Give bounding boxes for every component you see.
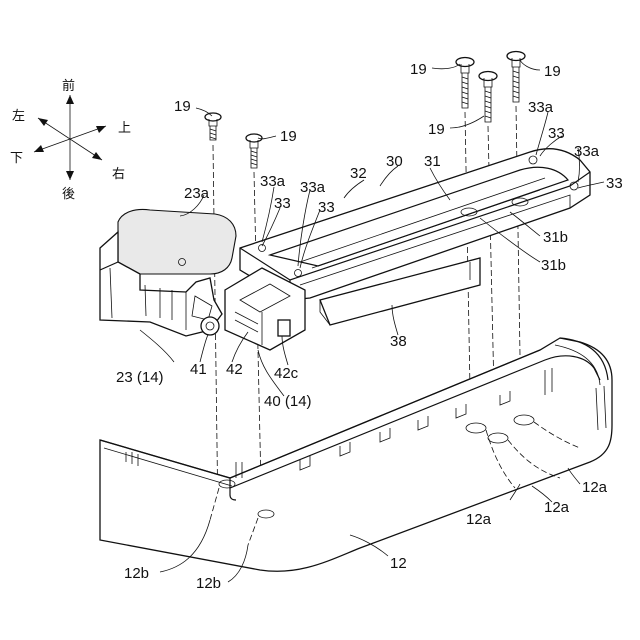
label-19-a: 19 (174, 98, 191, 115)
screw-19-b (246, 134, 262, 168)
label-40-14: 40 (14) (264, 393, 312, 410)
label-30: 30 (386, 153, 403, 170)
label-23a: 23a (184, 185, 210, 202)
label-33-far: 33 (606, 175, 623, 192)
label-19-b: 19 (280, 128, 297, 145)
label-33a-mid: 33a (300, 179, 326, 196)
label-42c: 42c (274, 365, 299, 382)
screw-19-e (507, 52, 525, 103)
dir-down: 下 (10, 151, 23, 166)
dir-front: 前 (62, 78, 75, 94)
label-12b-right: 12b (196, 575, 221, 592)
label-33a-far: 33a (574, 143, 600, 160)
dir-up: 上 (118, 121, 131, 136)
base-housing-12 (100, 338, 612, 571)
label-19-e: 19 (544, 63, 561, 80)
handle-cover-23 (100, 210, 236, 337)
label-31b-lower: 31b (541, 257, 566, 274)
label-12a-right: 12a (582, 479, 608, 496)
direction-indicator: 前 後 左 右 上 下 (10, 78, 131, 202)
label-33-right: 33 (548, 125, 565, 142)
label-31b-upper: 31b (543, 229, 568, 246)
label-12b-left: 12b (124, 565, 149, 582)
dir-left: 左 (12, 109, 25, 124)
dir-rear: 後 (62, 187, 75, 202)
label-31: 31 (424, 153, 441, 170)
label-12: 12 (390, 555, 407, 572)
label-19-c: 19 (410, 61, 427, 78)
screw-19-a (205, 113, 221, 140)
label-41: 41 (190, 361, 207, 378)
dir-right: 右 (112, 167, 125, 182)
label-19-d: 19 (428, 121, 445, 138)
label-33-mid: 33 (318, 199, 335, 216)
label-32: 32 (350, 165, 367, 182)
label-33-left: 33 (274, 195, 291, 212)
screw-19-d (479, 72, 497, 123)
label-33a-left: 33a (260, 173, 286, 190)
label-12a-left: 12a (466, 511, 492, 528)
label-23-14: 23 (14) (116, 369, 164, 386)
label-12a-mid: 12a (544, 499, 570, 516)
label-33a-right: 33a (528, 99, 554, 116)
label-38: 38 (390, 333, 407, 350)
label-42: 42 (226, 361, 243, 378)
